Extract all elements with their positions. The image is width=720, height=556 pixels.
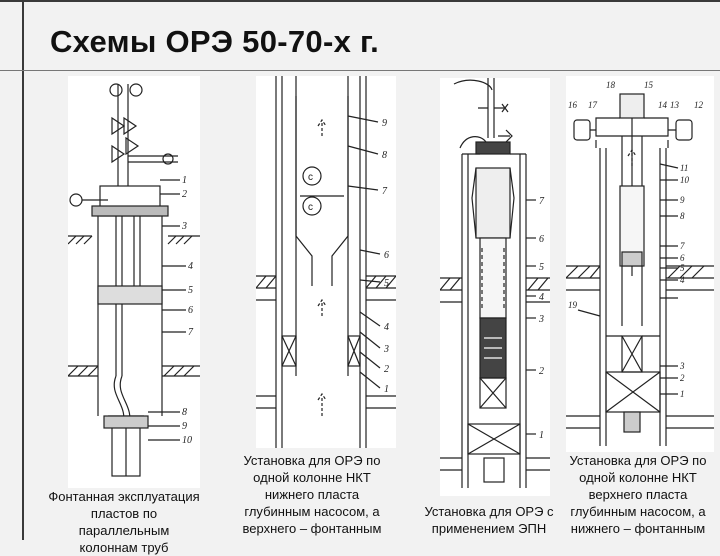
figure-4-label: 19 — [568, 300, 578, 310]
frame-title-underline — [0, 70, 720, 71]
slide-title: Схемы ОРЭ 50-70-х г. — [50, 24, 380, 59]
caption-line: глубинным насосом, а — [570, 504, 706, 519]
figure-4-label: 7 — [680, 241, 685, 251]
figure-2-label: 8 — [382, 150, 387, 161]
figure-2-label: 3 — [383, 344, 389, 355]
caption-line: верхнего пласта — [588, 487, 688, 502]
figure-2-label: 4 — [384, 322, 389, 333]
figure-4-label: 18 — [606, 80, 616, 90]
figure-1-drawing: 1 2 3 4 5 6 7 8 9 10 — [68, 76, 200, 488]
figure-4-label: 13 — [670, 100, 680, 110]
figure-2-label: 1 — [384, 384, 389, 395]
caption-line: Установка для ОРЭ по — [569, 453, 707, 468]
caption-line: Установка для ОРЭ с — [424, 504, 554, 519]
svg-text:c: c — [308, 202, 313, 213]
caption-line: верхнего – фонтанным — [242, 521, 382, 536]
figure-4-label: 4 — [680, 275, 685, 285]
figure-1-label: 1 — [182, 175, 187, 186]
figure-3-caption: Установка для ОРЭ с применением ЭПН — [404, 503, 574, 537]
figure-1-label: 5 — [188, 285, 193, 296]
figure-3-label: 7 — [539, 196, 545, 207]
figure-2-caption: Установка для ОРЭ по одной колонне НКТ н… — [232, 452, 392, 537]
caption-line: одной колонне НКТ — [253, 470, 371, 485]
figure-4-label: 10 — [680, 175, 690, 185]
esp-schematic: 7 6 5 4 3 2 1 — [440, 78, 550, 488]
figure-3-label: 3 — [538, 314, 544, 325]
figure-1-label: 10 — [182, 435, 192, 446]
figure-1-label: 4 — [188, 261, 193, 272]
figure-1-label: 3 — [181, 221, 187, 232]
figure-3-label: 5 — [539, 262, 544, 273]
figure-2-label: 6 — [384, 250, 389, 261]
figure-4-label: 11 — [680, 163, 688, 173]
figure-4-label: 8 — [680, 211, 685, 221]
figure-4-drawing: 18 15 16 17 14 13 12 11 10 9 8 7 6 5 4 1… — [566, 76, 714, 452]
figure-4-label: 9 — [680, 195, 685, 205]
figure-1-caption: Фонтанная эксплуатация пластов по паралл… — [44, 488, 204, 556]
frame-left-line — [22, 0, 24, 540]
figure-2-label: 5 — [384, 278, 389, 289]
figure-4-label: 3 — [679, 361, 685, 371]
figure-3-label: 2 — [539, 366, 544, 377]
figure-2-label: 9 — [382, 118, 387, 129]
figure-4-label: 15 — [644, 80, 654, 90]
parallel-strings-schematic: 1 2 3 4 5 6 7 8 9 10 — [68, 83, 200, 477]
caption-line: глубинным насосом, а — [244, 504, 380, 519]
caption-line: нижнего – фонтанным — [570, 521, 706, 536]
caption-line: пластов по параллельным — [78, 506, 170, 538]
frame-top-line — [0, 0, 720, 2]
figure-1-label: 2 — [182, 189, 187, 200]
figure-4-label: 2 — [680, 373, 685, 383]
figure-4-label: 17 — [588, 100, 598, 110]
figure-1-label: 7 — [188, 327, 194, 338]
figure-4-label: 12 — [694, 100, 704, 110]
figure-3-drawing: 7 6 5 4 3 2 1 — [440, 78, 550, 496]
figure-1-label: 6 — [188, 305, 193, 316]
figure-4-label: 14 — [658, 100, 668, 110]
figure-4-label: 6 — [680, 253, 685, 263]
figure-4-label: 1 — [680, 389, 685, 399]
figure-4-label: 16 — [568, 100, 578, 110]
figure-1-label: 9 — [182, 421, 187, 432]
figure-3-label: 1 — [539, 430, 544, 441]
figure-2-label: 7 — [382, 186, 388, 197]
figure-2-drawing: c c — [256, 76, 396, 448]
caption-line: Фонтанная эксплуатация — [48, 489, 200, 504]
figure-1-label: 8 — [182, 407, 187, 418]
figure-3-label: 6 — [539, 234, 544, 245]
pump-fountain-schematic: c c — [256, 76, 396, 448]
caption-line: Установка для ОРЭ по — [243, 453, 381, 468]
figure-4-label: 5 — [680, 263, 685, 273]
figure-3-label: 4 — [539, 292, 544, 303]
svg-text:c: c — [308, 172, 313, 183]
pump-upper-fountain-lower-schematic: 18 15 16 17 14 13 12 11 10 9 8 7 6 5 4 1… — [566, 80, 714, 446]
caption-line: колоннам труб — [79, 540, 169, 555]
figure-4-caption: Установка для ОРЭ по одной колонне НКТ в… — [556, 452, 720, 537]
caption-line: нижнего пласта — [264, 487, 360, 502]
caption-line: одной колонне НКТ — [579, 470, 697, 485]
caption-line: применением ЭПН — [431, 521, 547, 536]
figure-2-label: 2 — [384, 364, 389, 375]
